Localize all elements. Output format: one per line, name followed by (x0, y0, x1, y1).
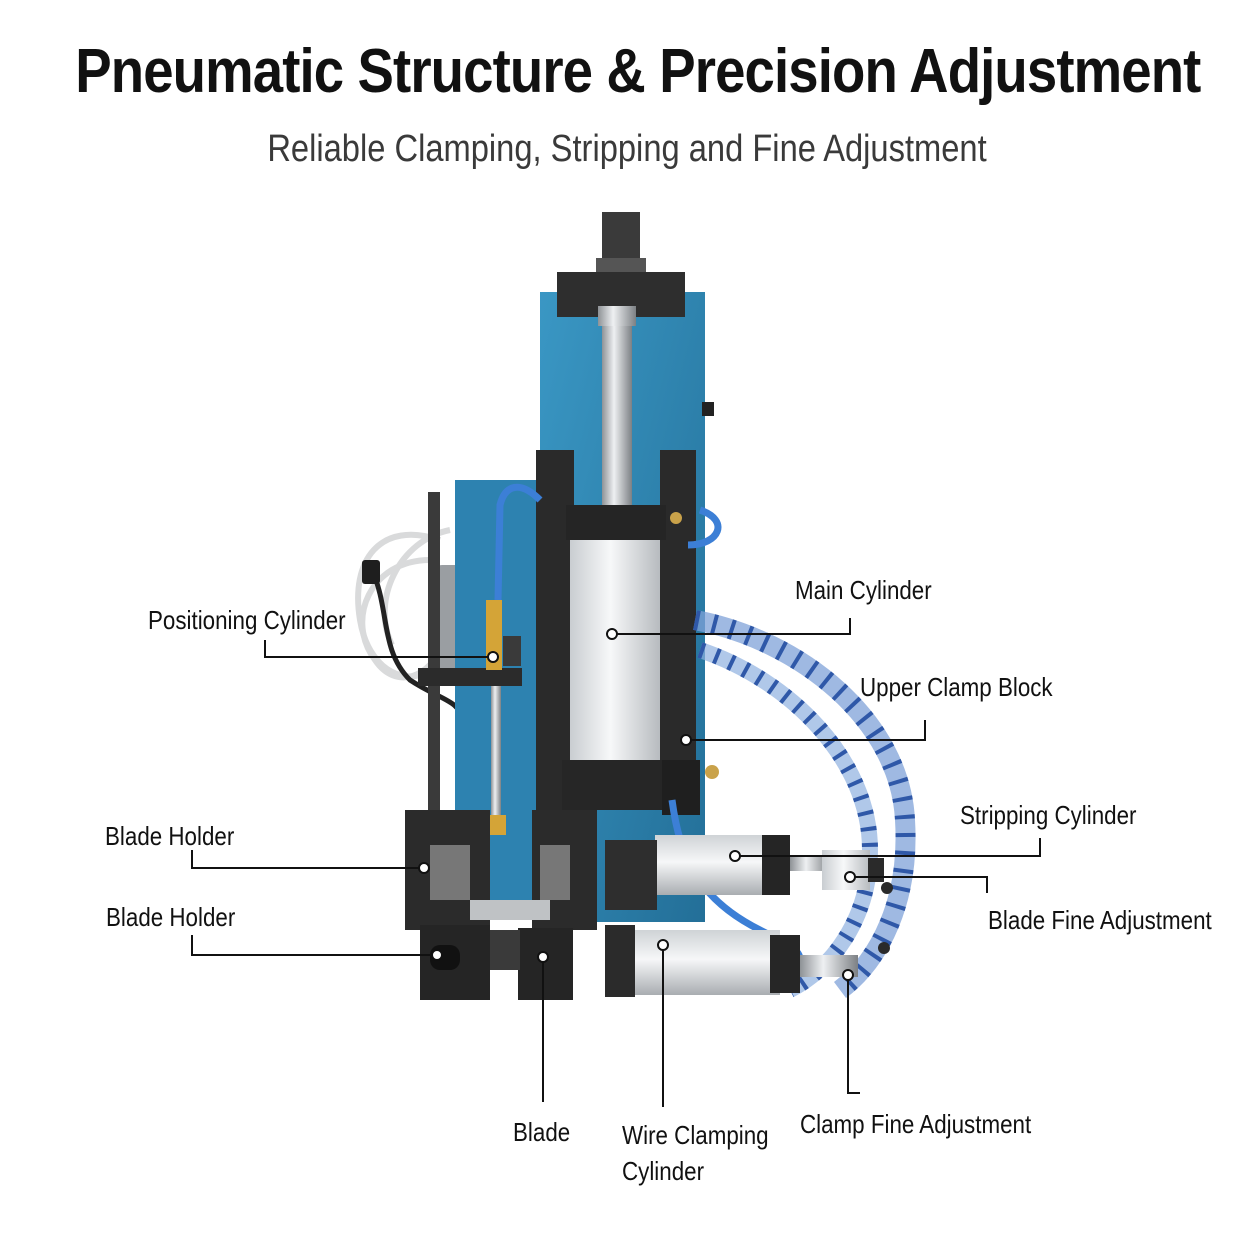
label-stripping-cylinder: Stripping Cylinder (960, 800, 1137, 830)
blade-block (518, 928, 573, 1000)
positioning-bracket (418, 668, 522, 686)
piston-rod (602, 316, 632, 506)
leader-blade-holder-2 (191, 935, 437, 956)
dot-upper-clamp-block (680, 734, 692, 746)
label-positioning-cylinder: Positioning Cylinder (148, 605, 346, 635)
main-cylinder-body (570, 535, 660, 765)
cylinder-bottom-cap (562, 760, 664, 810)
leader-dots (418, 628, 856, 981)
label-clamp-fine-adjustment: Clamp Fine Adjustment (800, 1109, 1032, 1139)
rod-collar (598, 306, 636, 326)
dot-blade-fine-adjustment (844, 871, 856, 883)
label-wire-clamping-cylinder-line2: Cylinder (622, 1156, 705, 1186)
leader-lines (191, 618, 1041, 1107)
wire-clamping-cylinder-body (630, 930, 780, 995)
page-title: Pneumatic Structure & Precision Adjustme… (75, 37, 1201, 106)
leader-blade-holder-1 (191, 850, 424, 869)
label-upper-clamp-block: Upper Clamp Block (860, 672, 1053, 702)
dot-positioning-cylinder (487, 651, 499, 663)
dot-clamp-fine-adjustment (842, 969, 854, 981)
top-nut-hex (596, 258, 646, 274)
frame-right (660, 450, 696, 770)
dot-main-cylinder (606, 628, 618, 640)
label-blade-holder-1: Blade Holder (105, 821, 235, 851)
page-subtitle: Reliable Clamping, Stripping and Fine Ad… (267, 128, 987, 170)
guide-rod (491, 680, 501, 820)
leader-clamp-fine-adjustment (847, 975, 860, 1094)
plate-screw (702, 402, 714, 416)
label-blade-fine-adjustment: Blade Fine Adjustment (988, 905, 1212, 935)
top-nut (602, 212, 640, 260)
leader-blade-fine-adjustment (850, 876, 988, 893)
label-blade: Blade (513, 1117, 571, 1147)
leader-main-cylinder (612, 618, 851, 635)
blade-fine-adjust-rod (790, 857, 830, 871)
positioning-rod (428, 492, 440, 812)
leader-positioning-cylinder (264, 640, 493, 658)
plug-cable (369, 568, 465, 721)
dot-blade (537, 951, 549, 963)
cylinder-top-cap (566, 505, 666, 540)
leader-upper-clamp-block (686, 720, 926, 741)
label-blade-holder-2: Blade Holder (106, 902, 236, 932)
leader-stripping-cylinder (735, 838, 1041, 857)
dot-stripping-cylinder (729, 850, 741, 862)
stripping-cylinder-body (655, 835, 770, 895)
dot-blade-holder-1 (418, 862, 430, 874)
label-main-cylinder: Main Cylinder (795, 575, 932, 605)
plug-icon (362, 560, 380, 584)
label-wire-clamping-cylinder-line1: Wire Clamping (622, 1120, 769, 1150)
dot-wire-clamping-cylinder (657, 939, 669, 951)
dot-blade-holder-2 (431, 949, 443, 961)
